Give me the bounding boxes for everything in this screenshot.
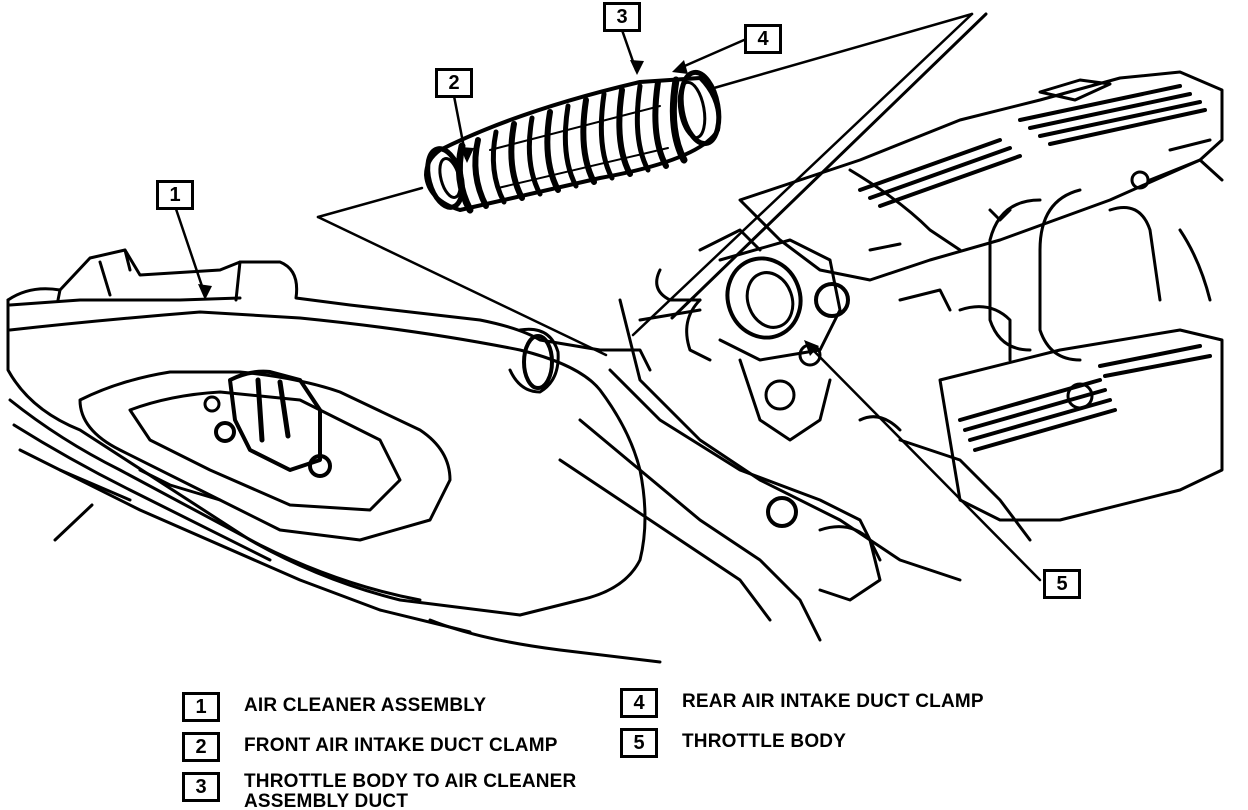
callout-1: 1 [156,180,194,210]
leader-arrowheads [198,60,819,356]
legend-label: FRONT AIR INTAKE DUCT CLAMP [244,735,558,756]
legend-label: THROTTLE BODY [682,731,847,752]
intake-duct-drawing [424,69,722,214]
callout-5: 5 [1043,569,1081,599]
legend-number: 4 [620,688,658,718]
legend-label: AIR CLEANER ASSEMBLY [244,695,487,716]
projection-lines [316,12,988,357]
legend-item: 3 THROTTLE BODY TO AIR CLEANER ASSEMBLY … [182,772,576,810]
legend-item: 5 THROTTLE BODY [620,728,846,758]
legend-label: REAR AIR INTAKE DUCT CLAMP [682,691,984,712]
legend-label: THROTTLE BODY TO AIR CLEANER ASSEMBLY DU… [244,771,577,810]
legend-number: 1 [182,692,220,722]
legend-number: 3 [182,772,220,802]
callout-3: 3 [603,2,641,32]
callout-2: 2 [435,68,473,98]
callout-4: 4 [744,24,782,54]
engine-drawing [558,70,1224,642]
legend-number: 5 [620,728,658,758]
legend-item: 2 FRONT AIR INTAKE DUCT CLAMP [182,732,558,762]
legend-number: 2 [182,732,220,762]
legend-item: 4 REAR AIR INTAKE DUCT CLAMP [620,688,984,718]
air-cleaner-drawing [6,248,662,664]
legend-item: 1 AIR CLEANER ASSEMBLY [182,692,486,722]
leader-lines [174,28,1042,582]
